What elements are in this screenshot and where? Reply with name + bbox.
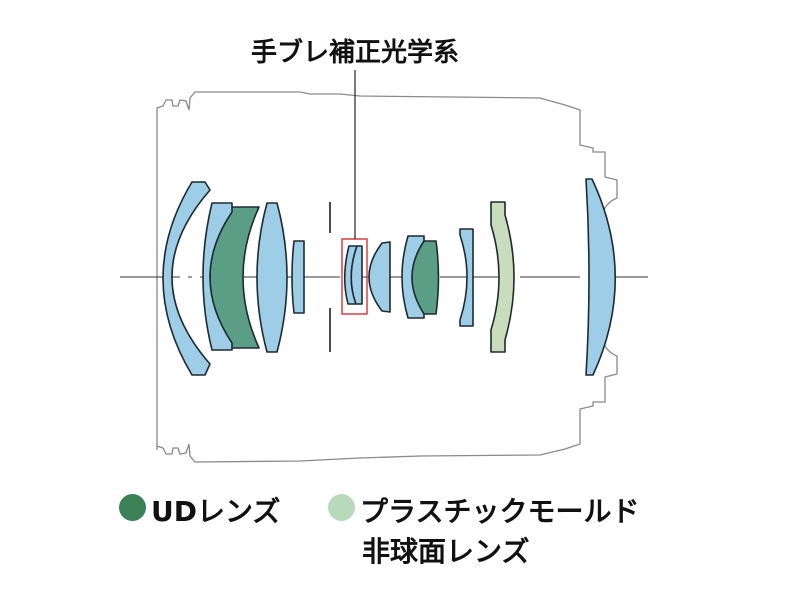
ud-lens-legend-label: UDレンズ (151, 495, 281, 528)
ud-lens-legend-swatch (119, 494, 146, 521)
ud-lens-element-rear (411, 240, 440, 315)
lens-element-1 (162, 181, 211, 376)
is-lens-element-b (350, 245, 363, 305)
plastic-lens-legend-label-line2: 非球面レンズ (362, 535, 530, 568)
lens-element-5 (291, 240, 305, 314)
plastic-lens-legend-label-line1: プラスチックモールド (360, 495, 640, 528)
plastic-aspherical-lens-element (490, 201, 515, 353)
lens-barrel-outline (156, 91, 618, 463)
plastic-lens-legend-swatch (328, 494, 355, 521)
lens-element-rear-1 (368, 241, 391, 313)
lens-element-2 (202, 202, 233, 351)
lens-element-rear-3 (459, 228, 474, 327)
lens-element-last (585, 178, 616, 376)
is-group-label: 手ブレ補正光学系 (250, 38, 459, 68)
lens-element-4 (256, 202, 288, 353)
